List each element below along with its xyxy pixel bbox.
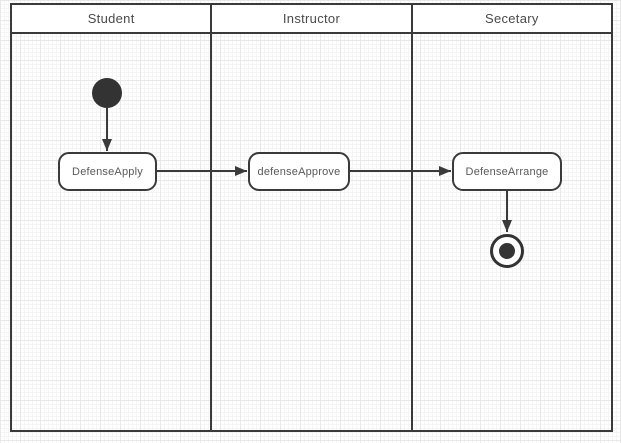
lane-header-student[interactable]: Student [12, 5, 211, 34]
lane-header-instructor[interactable]: Instructor [212, 5, 411, 34]
lane-title-student: Student [87, 11, 135, 26]
activity-defense-approve[interactable]: defenseApprove [248, 152, 350, 191]
lane-student: Student [12, 5, 211, 430]
final-node-dot [499, 243, 515, 259]
final-node[interactable] [490, 234, 524, 268]
activity-label: DefenseArrange [465, 165, 549, 178]
swimlane-pool: Student Instructor Secetary [10, 3, 613, 432]
activity-defense-apply[interactable]: DefenseApply [58, 152, 157, 191]
lane-title-secetary: Secetary [484, 11, 539, 26]
lane-title-instructor: Instructor [282, 11, 341, 26]
lane-secetary: Secetary [410, 5, 611, 430]
lane-instructor: Instructor [210, 5, 411, 430]
lane-header-secetary[interactable]: Secetary [412, 5, 611, 34]
activity-label: DefenseApply [72, 165, 143, 178]
initial-node[interactable] [92, 78, 122, 108]
activity-label: defenseApprove [257, 165, 341, 178]
activity-defense-arrange[interactable]: DefenseArrange [452, 152, 562, 191]
